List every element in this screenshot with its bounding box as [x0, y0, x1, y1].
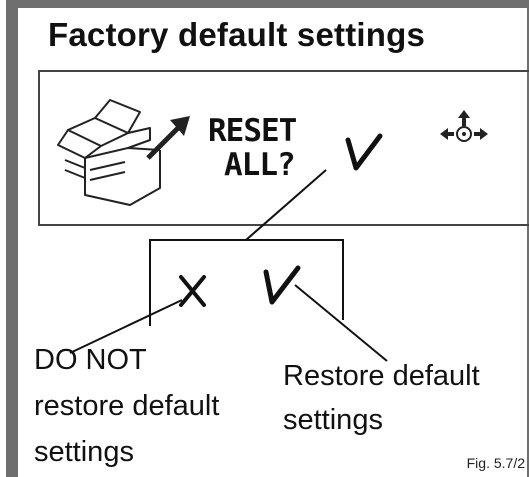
caption-do-not-line1: DO NOT — [34, 344, 147, 376]
navigation-cross-icon — [440, 110, 488, 142]
frame-left-border — [6, 0, 18, 477]
confirm-option-check-icon — [263, 265, 301, 305]
caption-do-not-line3: settings — [34, 436, 134, 468]
caption-do-not-line2: restore default — [34, 390, 220, 422]
reset-label-line1: RESET — [208, 113, 297, 149]
figure-label: Fig. 5.7/2 — [466, 455, 525, 471]
reset-label-line2: ALL? — [224, 147, 296, 183]
callout-line-cancel — [69, 299, 183, 354]
lcd-screen — [38, 70, 529, 226]
cancel-option-x-icon — [179, 275, 206, 307]
frame-top-border — [6, 0, 529, 8]
option-bracket — [149, 239, 344, 326]
callout-line-confirm — [294, 284, 388, 362]
open-box-icon — [57, 99, 161, 206]
screen-check-mark — [345, 133, 383, 171]
caption-restore-line1: Restore default — [283, 360, 480, 392]
page-title: Factory default settings — [48, 16, 426, 53]
callout-line-top — [245, 169, 327, 241]
frame-right-border — [527, 0, 529, 477]
arrow-icon — [146, 116, 190, 160]
caption-restore-line2: settings — [283, 404, 383, 436]
